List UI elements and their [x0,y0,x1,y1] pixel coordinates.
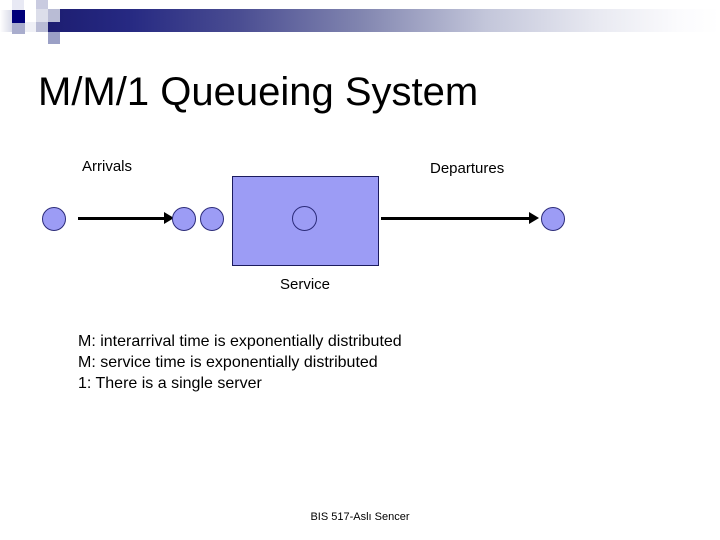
notation-explanation-block: M: interarrival time is exponentially di… [78,331,402,394]
deco-square-pale-6 [36,9,48,22]
in-service-customer-token [292,206,317,231]
arriving-customer-token [42,207,66,231]
queued-customer-token-1 [172,207,196,231]
deco-square-pale-10 [25,22,36,32]
service-facility-box [232,176,379,266]
deco-square-pale-7 [48,9,60,22]
deco-square-pale-8 [0,10,12,32]
deco-square-pale-5 [25,10,36,22]
notation-line-2: M: service time is exponentially distrib… [78,354,378,371]
departing-customer-token [541,207,565,231]
departure-arrow-line [381,217,533,220]
departure-arrow-head-icon [529,212,539,224]
service-label: Service [280,276,331,293]
gradient-bar [32,9,720,32]
deco-square-pale-3 [36,0,48,9]
slide-footer: BIS 517-Aslı Sencer [310,511,410,523]
departures-label: Departures [430,160,505,177]
deco-square-pale-9 [12,23,25,34]
deco-square-navy-accent [12,10,25,23]
header-decoration-band [0,0,720,48]
deco-square-pale-2 [24,0,36,10]
page-title: M/M/1 Queueing System [38,70,479,114]
notation-line-1: M: interarrival time is exponentially di… [78,333,402,350]
queued-customer-token-2 [200,207,224,231]
deco-square-pale-12 [48,32,60,44]
deco-square-pale-11 [36,22,48,32]
notation-line-3: 1: There is a single server [78,375,262,392]
deco-square-pale-13 [36,32,48,42]
arrivals-label: Arrivals [82,158,133,175]
arrival-arrow-head-icon [164,212,174,224]
arrival-arrow-line [78,217,168,220]
deco-square-pale-1 [12,0,24,10]
deco-square-pale-4 [48,0,60,9]
